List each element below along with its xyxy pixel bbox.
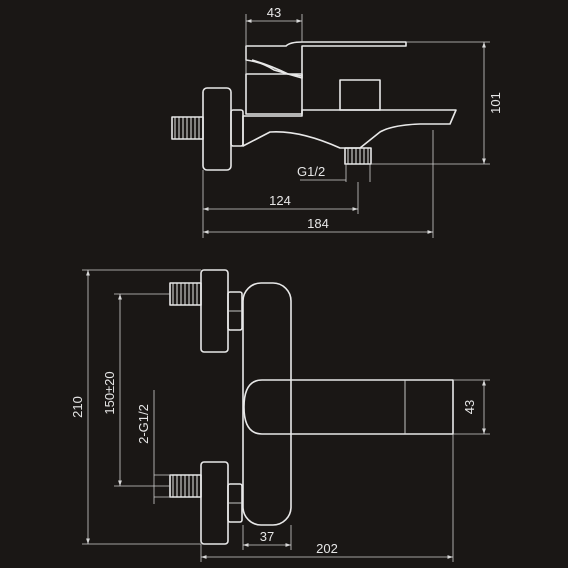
front-bottom-inlet-thread	[169, 474, 202, 498]
dim-to-outlet: 124	[202, 170, 359, 238]
dim-inlet-thread: G1/2	[297, 164, 371, 182]
front-bottom-flange	[200, 461, 229, 545]
dim-handle-height: 43	[453, 379, 490, 435]
side-diverter-knob	[339, 79, 381, 111]
dim-body-offset-label: 37	[260, 529, 274, 544]
side-spout	[242, 109, 457, 149]
front-body	[242, 282, 292, 526]
front-handle-spout	[243, 379, 454, 435]
dim-side-width-label: 43	[267, 5, 281, 20]
front-view: 210 150±20 2-G1/2 43	[70, 269, 490, 562]
side-handle-lever	[245, 41, 407, 79]
dim-handle-height-label: 43	[462, 400, 477, 414]
dim-inlet-spacing-label: 150±20	[102, 371, 117, 414]
side-wall-flange	[202, 87, 232, 171]
dim-total-length-label: 184	[307, 216, 329, 231]
dim-side-width: 43	[245, 5, 303, 46]
dim-inlet-threads: 2-G1/2	[136, 390, 172, 504]
dim-front-total-height: 210	[70, 269, 201, 545]
dim-total-length: 184	[203, 130, 434, 238]
side-body	[245, 73, 303, 115]
dim-front-total-width-label: 202	[316, 541, 338, 556]
dim-body-offset: 37	[200, 525, 292, 562]
dim-inlet-thread-label: G1/2	[297, 164, 325, 179]
dim-inlet-threads-label: 2-G1/2	[136, 404, 151, 444]
front-top-flange	[200, 269, 229, 353]
dim-front-total-height-label: 210	[70, 396, 85, 418]
dim-to-outlet-label: 124	[269, 193, 291, 208]
dim-inlet-spacing: 150±20	[102, 293, 170, 487]
dim-side-height: 101	[372, 41, 503, 165]
dim-front-total-width: 202	[201, 434, 454, 562]
side-outlet-thread	[344, 147, 372, 165]
side-view: 43 101 G1/2 124 184	[171, 5, 503, 238]
side-inlet-thread	[171, 116, 204, 140]
front-top-inlet-thread	[169, 282, 202, 306]
dim-side-height-label: 101	[488, 92, 503, 114]
side-nut	[230, 109, 244, 147]
